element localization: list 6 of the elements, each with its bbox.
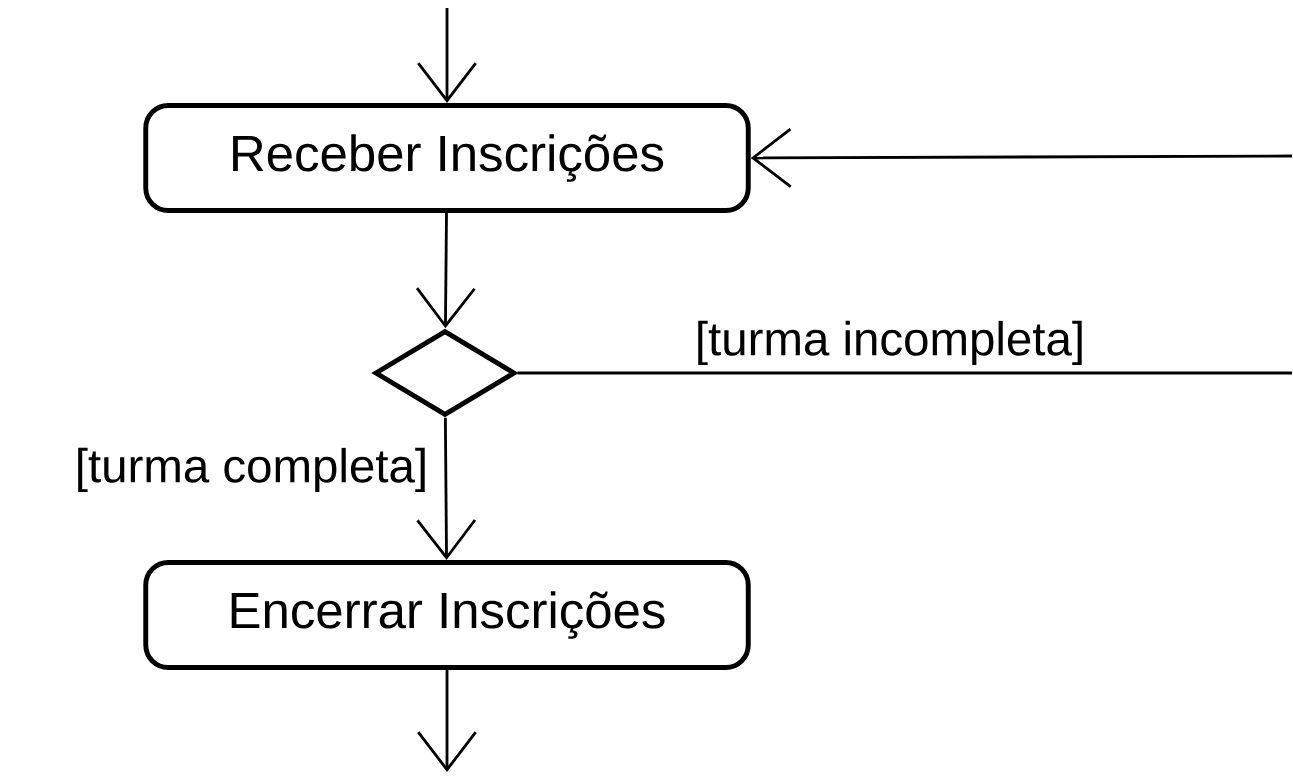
edge-label: [turma incompleta] [691, 317, 1089, 369]
arrow [750, 128, 1292, 188]
activity-box: Receber Inscrições [143, 103, 751, 213]
arrow [416, 417, 477, 561]
activity-box: Encerrar Inscrições [143, 560, 751, 670]
edge-label: [turma completa] [71, 444, 432, 496]
